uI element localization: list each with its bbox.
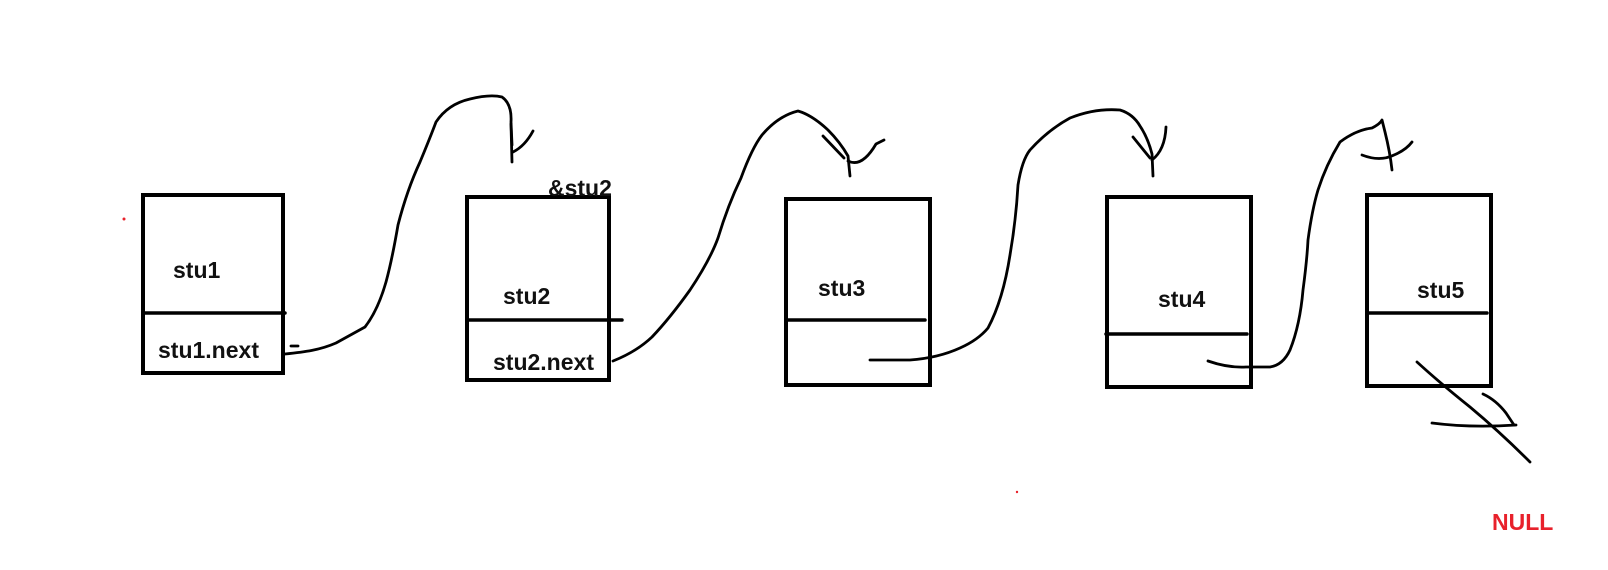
node-data-label: stu5 [1417, 277, 1465, 303]
node-address-label: &stu2 [548, 175, 612, 201]
node-stu3: stu3 [784, 197, 932, 387]
node-box [784, 197, 932, 387]
node-box [1365, 193, 1493, 388]
node-box [1105, 195, 1253, 389]
link-arrow-stu4-stu5 [1206, 118, 1414, 369]
link-arrow-stu2-stu3 [611, 109, 886, 363]
node-data-label: stu1 [173, 257, 221, 283]
node-data-label: stu3 [818, 275, 865, 301]
node-box [465, 195, 611, 382]
stray-dot [122, 217, 126, 221]
stray-dot [1015, 490, 1019, 494]
node-stu1: stu1 stu1.next [141, 193, 287, 375]
link-arrow-stu3-stu4 [868, 108, 1168, 362]
node-stu2: stu2 stu2.next &stu2 [465, 175, 624, 382]
null-pointer-mark [1415, 360, 1532, 464]
node-pointer-label: stu2.next [493, 349, 594, 375]
node-stu5: stu5 [1365, 193, 1493, 388]
node-data-label: stu2 [503, 283, 550, 309]
null-label: NULL [1492, 509, 1553, 535]
node-pointer-label: stu1.next [158, 337, 259, 363]
node-stu4: stu4 [1104, 195, 1253, 389]
link-arrow-stu1-stu2 [283, 94, 535, 356]
node-data-label: stu4 [1158, 286, 1206, 312]
node-box [141, 193, 285, 375]
